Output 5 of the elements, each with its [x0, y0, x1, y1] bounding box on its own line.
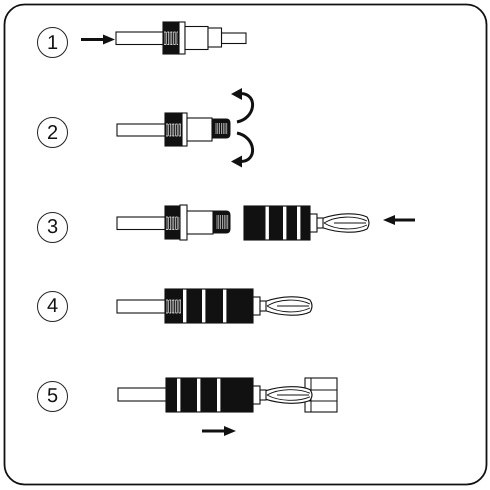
step-number-circle: 4: [37, 290, 68, 322]
step-number-circle: 2: [37, 117, 68, 148]
step-number-circle: 5: [37, 380, 68, 412]
step-number-circle: 3: [37, 212, 68, 242]
step-number-circle: 1: [37, 27, 68, 58]
